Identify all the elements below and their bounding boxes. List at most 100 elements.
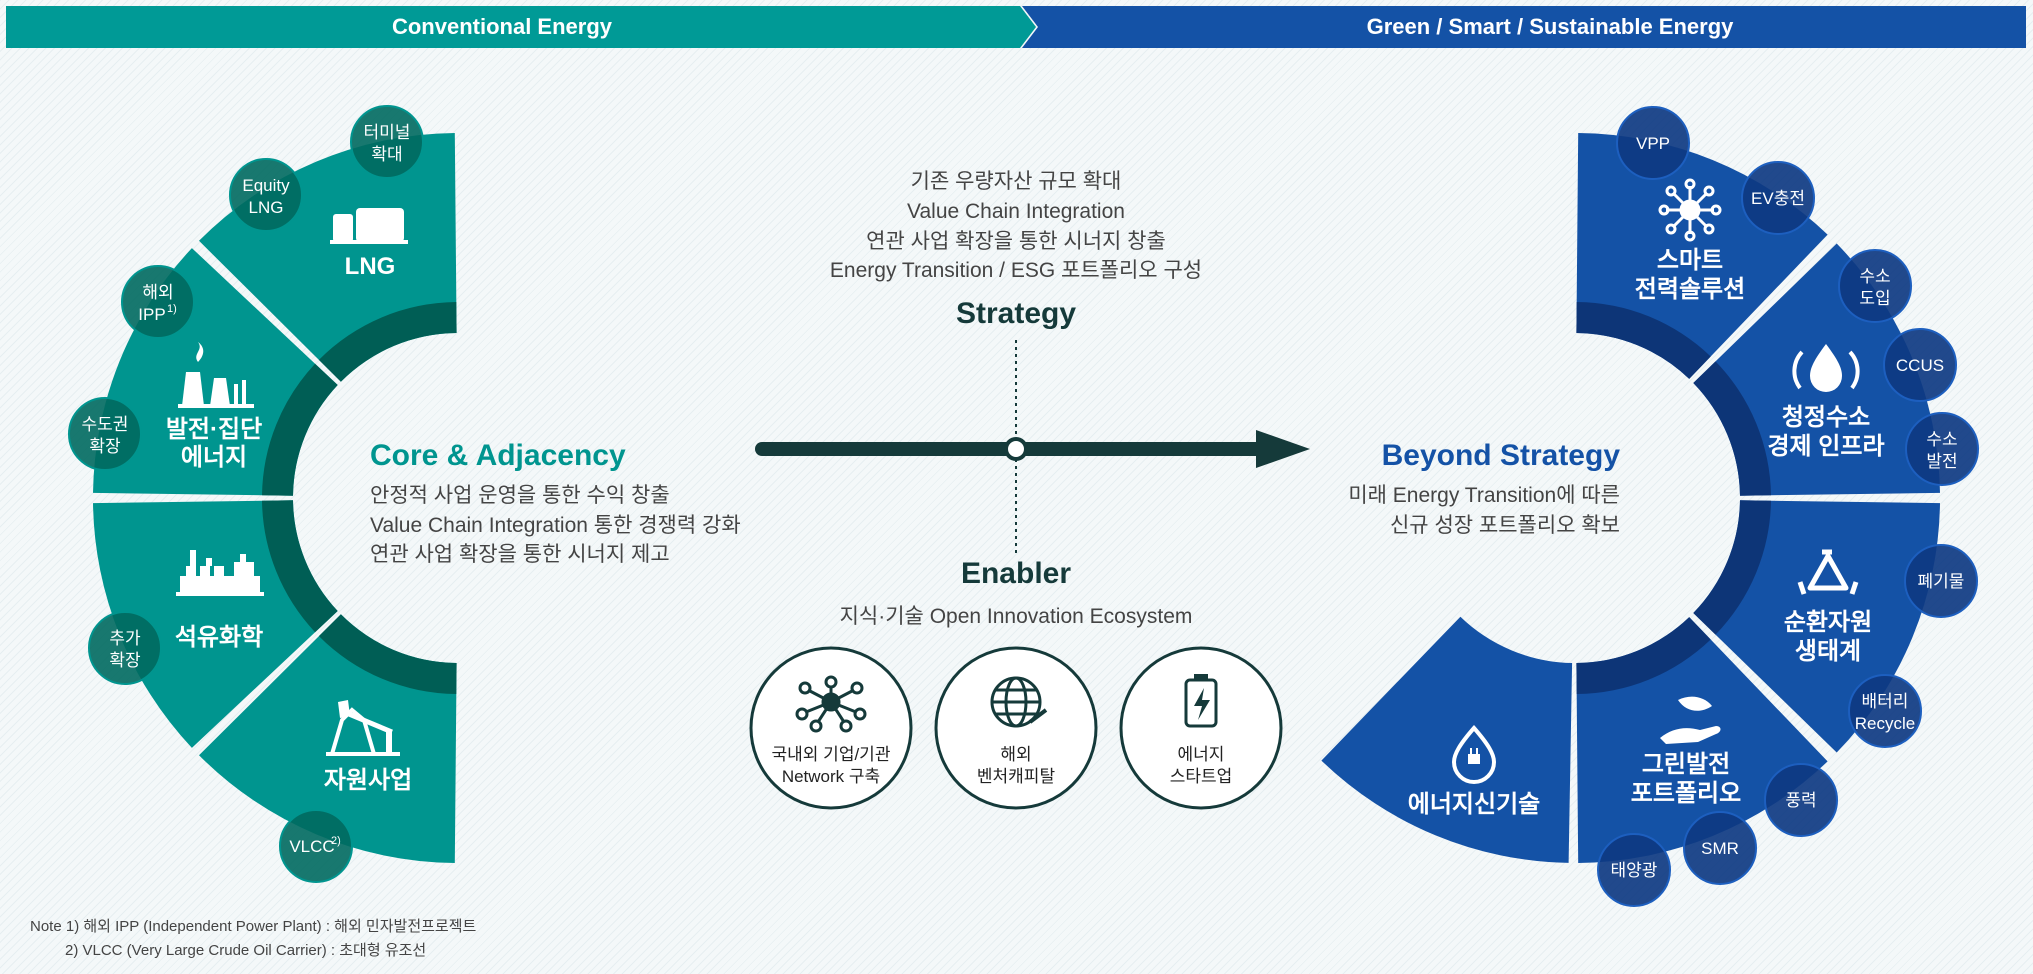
bubble-text: 폐기물 xyxy=(1918,572,1965,591)
beyond-title: Beyond Strategy xyxy=(1382,439,1621,472)
strategy-line: 연관 사업 확장을 통한 시너지 창출 xyxy=(866,230,1166,253)
hydrogen-power-bubble: 수소 발전 xyxy=(1905,412,1979,486)
battery-icon xyxy=(1184,674,1218,728)
smart-grid-icon xyxy=(1658,178,1722,242)
power-label-line1: 발전·집단 xyxy=(166,416,262,443)
vpp-bubble: VPP xyxy=(1616,106,1690,180)
bubble-text: 추가 xyxy=(109,629,141,648)
core-line: Value Chain Integration 통한 경쟁력 강화 xyxy=(370,514,741,537)
hydrogen-import-bubble: 수소 도입 xyxy=(1838,249,1912,323)
recycle-icon xyxy=(1797,549,1859,595)
additional-expansion-bubble: 추가 확장 xyxy=(88,611,162,685)
wind-bubble: 풍력 xyxy=(1764,763,1838,837)
circular-resource-segment-band xyxy=(1693,500,1771,635)
left-bubbles: 터미널 확대 Equity LNG 해외 IPP 1) 수도권 확장 추가 확장… xyxy=(68,105,424,883)
core-line: 연관 사업 확장을 통한 시너지 제고 xyxy=(370,543,670,566)
transition-arrow xyxy=(755,340,1310,554)
beyond-line: 신규 성장 포트폴리오 확보 xyxy=(1390,514,1620,537)
core-title: Core & Adjacency xyxy=(370,439,626,472)
header-banner: Conventional Energy Green / Smart / Sust… xyxy=(6,6,2026,48)
enabler-vc-line2: 벤처캐피탈 xyxy=(977,767,1056,786)
overseas-ipp-bubble: 해외 IPP 1) xyxy=(121,265,195,339)
enabler-section: Enabler 지식·기술 Open Innovation Ecosystem xyxy=(749,557,1283,810)
core-line: 안정적 사업 운영을 통한 수익 창출 xyxy=(370,484,670,507)
hydrogen-label-line2: 경제 인프라 xyxy=(1767,433,1884,460)
bubble-text: SMR xyxy=(1701,839,1739,858)
bubble-text: VLCC xyxy=(289,837,334,856)
bubble-text: CCUS xyxy=(1896,356,1944,375)
enabler-network-circle: 국내외 기업/기관 Network 구축 xyxy=(749,646,913,810)
hydrogen-segment-band xyxy=(1693,361,1771,496)
smr-bubble: SMR xyxy=(1683,811,1757,885)
lng-segment-band xyxy=(318,302,457,382)
footnote-mark: 2) xyxy=(331,835,341,847)
green-power-segment-band xyxy=(1576,617,1711,694)
bubble-text: Equity xyxy=(242,176,290,195)
bubble-text: 확장 xyxy=(89,437,121,456)
power-plant-icon xyxy=(178,342,254,408)
enabler-network-line1: 국내외 기업/기관 xyxy=(772,745,891,764)
lng-label: LNG xyxy=(345,253,396,280)
resource-segment-band xyxy=(318,614,457,694)
footnote-2: 2) VLCC (Very Large Crude Oil Carrier) :… xyxy=(65,942,426,959)
bubble-text: LNG xyxy=(249,198,284,217)
enabler-vc-circle: 해외 벤처캐피탈 xyxy=(934,646,1098,810)
circular-resource-label-line1: 순환자원 xyxy=(1784,609,1872,636)
new-energy-tech-label: 에너지신기술 xyxy=(1408,791,1540,818)
battery-recycle-bubble: 배터리 Recycle xyxy=(1848,674,1922,748)
green-energy-banner xyxy=(1022,6,2026,48)
footnote-1: Note 1) 해외 IPP (Independent Power Plant)… xyxy=(30,918,477,935)
equity-lng-bubble: Equity LNG xyxy=(229,158,303,232)
bubble-text: 터미널 xyxy=(364,123,411,142)
smart-power-segment-band xyxy=(1576,302,1711,379)
ccus-bubble: CCUS xyxy=(1883,328,1957,402)
network-nodes-icon xyxy=(795,675,867,733)
strategy-title: Strategy xyxy=(956,297,1076,330)
core-adjacency-text: Core & Adjacency 안정적 사업 운영을 통한 수익 창출 Val… xyxy=(370,439,741,566)
petrochemical-plant-icon xyxy=(176,550,264,596)
enabler-startup-circle: 에너지 스타트업 xyxy=(1119,646,1283,810)
strategy-line: Value Chain Integration xyxy=(907,200,1125,223)
right-bubbles: VPP EV충전 수소 도입 CCUS 수소 발전 폐기물 배터리 Recycl… xyxy=(1597,106,1979,907)
bubble-text: 도입 xyxy=(1859,289,1890,308)
bubble-text: 발전 xyxy=(1926,452,1957,471)
bubble-text: 수소 xyxy=(1926,430,1957,449)
petrochemical-segment-band xyxy=(262,500,338,633)
strategy-line: Energy Transition / ESG 포트폴리오 구성 xyxy=(830,259,1202,282)
enabler-startup-line1: 에너지 xyxy=(1178,745,1225,764)
smart-power-label-line1: 스마트 xyxy=(1657,247,1723,274)
bubble-text: 해외 xyxy=(142,283,173,302)
smart-power-label-line2: 전력솔루션 xyxy=(1635,276,1745,303)
oil-pump-icon xyxy=(326,700,400,756)
terminal-expansion-bubble: 터미널 확대 xyxy=(350,105,424,179)
resource-label: 자원사업 xyxy=(324,767,412,794)
conventional-energy-label: Conventional Energy xyxy=(392,14,613,39)
green-leaf-hand-icon xyxy=(1660,696,1721,744)
energy-plug-drop-icon xyxy=(1451,724,1497,784)
hydrogen-label-line1: 청정수소 xyxy=(1782,404,1870,431)
power-label-line2: 에너지 xyxy=(181,444,247,471)
bubble-text: 배터리 xyxy=(1862,692,1909,711)
footnote-mark: 1) xyxy=(167,303,177,315)
enabler-subtitle: 지식·기술 Open Innovation Ecosystem xyxy=(840,605,1193,628)
green-power-label-line1: 그린발전 xyxy=(1642,751,1730,778)
solar-bubble: 태양광 xyxy=(1597,833,1671,907)
bubble-text: 풍력 xyxy=(1785,791,1816,810)
bubble-text: 확장 xyxy=(109,651,141,670)
bubble-text: VPP xyxy=(1636,134,1670,153)
conventional-energy-banner xyxy=(6,6,1036,48)
footnotes: Note 1) 해외 IPP (Independent Power Plant)… xyxy=(30,918,477,959)
enabler-vc-line1: 해외 xyxy=(1000,745,1031,764)
arrow-center-node xyxy=(1004,437,1028,461)
strategy-line: 기존 우량자산 규모 확대 xyxy=(911,170,1122,193)
bubble-text: 수소 xyxy=(1859,267,1890,286)
green-energy-label: Green / Smart / Sustainable Energy xyxy=(1367,14,1735,39)
petrochemical-label: 석유화학 xyxy=(175,624,263,651)
lng-tank-icon xyxy=(330,208,408,244)
bubble-text: 확대 xyxy=(371,145,402,164)
arrow-head xyxy=(1256,430,1310,468)
vlcc-bubble: VLCC 2) xyxy=(279,809,353,883)
globe-icon xyxy=(990,676,1048,728)
strategy-text: 기존 우량자산 규모 확대 Value Chain Integration 연관… xyxy=(830,170,1202,330)
beyond-line: 미래 Energy Transition에 따른 xyxy=(1348,484,1620,507)
